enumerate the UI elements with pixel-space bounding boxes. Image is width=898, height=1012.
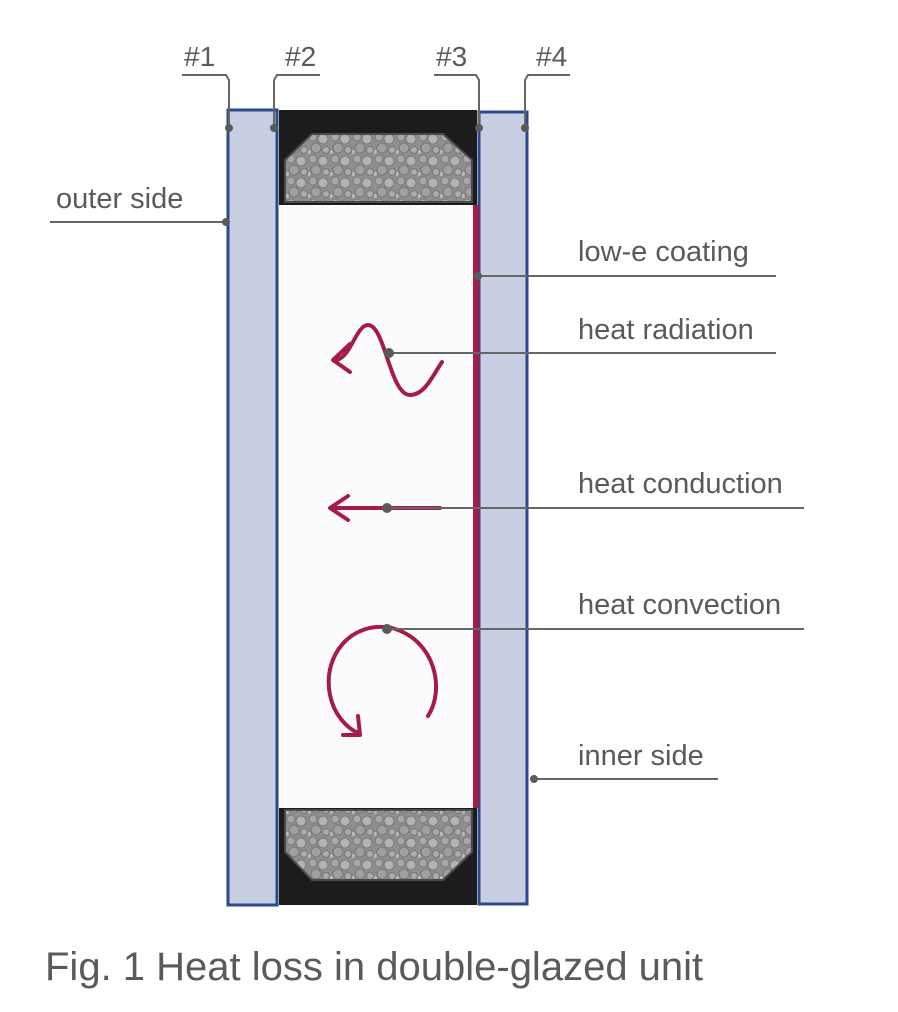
outer-side-label: outer side	[56, 183, 183, 215]
surface-1-label: #1	[184, 41, 215, 72]
low-e-coating-label: low-e coating	[578, 236, 749, 268]
heat-convection-arrow	[326, 624, 438, 735]
surface-4-label: #4	[536, 41, 567, 72]
top-desiccant	[284, 133, 473, 203]
outer-glass-pane	[226, 108, 279, 907]
inner-side-label: inner side	[578, 740, 704, 772]
figure-caption: Fig. 1 Heat loss in double-glazed unit	[45, 945, 703, 989]
surface-2-label: #2	[285, 41, 316, 72]
heat-conduction-label: heat conduction	[578, 468, 783, 500]
surface-3-label: #3	[436, 41, 467, 72]
heat-radiation-label: heat radiation	[578, 314, 754, 346]
heat-convection-label: heat convection	[578, 589, 781, 621]
heat-radiation-arrow	[333, 323, 444, 397]
bottom-desiccant	[284, 809, 473, 881]
surface-leaders	[182, 74, 570, 132]
